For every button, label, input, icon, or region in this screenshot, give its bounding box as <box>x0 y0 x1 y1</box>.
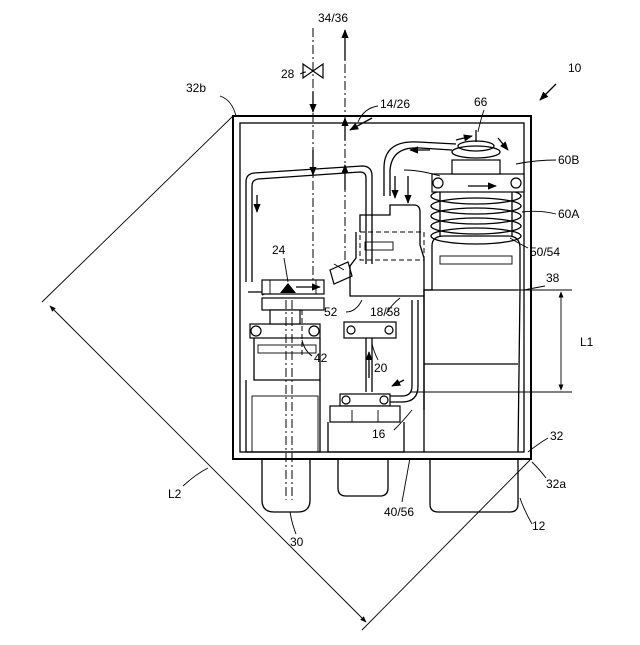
head-60b <box>432 130 524 192</box>
bottom-pump-40-56 <box>328 394 404 496</box>
fitting-24 <box>262 262 352 294</box>
supply-pipes <box>303 28 345 280</box>
label-24: 24 <box>272 243 286 257</box>
label-16: 16 <box>372 427 386 441</box>
label-18-58: 18/58 <box>370 305 400 319</box>
label-60a: 60A <box>558 207 579 221</box>
label-32b: 32b <box>186 81 206 95</box>
label-52: 52 <box>324 305 338 319</box>
label-34-36: 34/36 <box>318 11 348 25</box>
left-pipe-loop <box>246 166 372 292</box>
label-32a: 32a <box>546 477 566 491</box>
left-pump-assembly <box>246 298 324 512</box>
label-l1: L1 <box>580 335 594 349</box>
dimension-l1 <box>410 290 572 392</box>
reference-labels: 34/36 28 10 32b 14/26 66 60B 60A 50/54 2… <box>168 11 594 549</box>
label-l2: L2 <box>168 487 182 501</box>
label-12: 12 <box>532 519 546 533</box>
label-10: 10 <box>568 61 582 75</box>
compressor-38 <box>384 130 524 512</box>
label-28: 28 <box>281 67 295 81</box>
label-66: 66 <box>474 95 488 109</box>
label-20: 20 <box>374 361 388 375</box>
label-30: 30 <box>290 535 304 549</box>
label-42: 42 <box>314 351 328 365</box>
label-32: 32 <box>550 429 564 443</box>
label-60b: 60B <box>558 153 579 167</box>
label-14-26: 14/26 <box>380 97 410 111</box>
label-38: 38 <box>546 271 560 285</box>
label-40-56: 40/56 <box>384 505 414 519</box>
label-50-54: 50/54 <box>530 245 560 259</box>
